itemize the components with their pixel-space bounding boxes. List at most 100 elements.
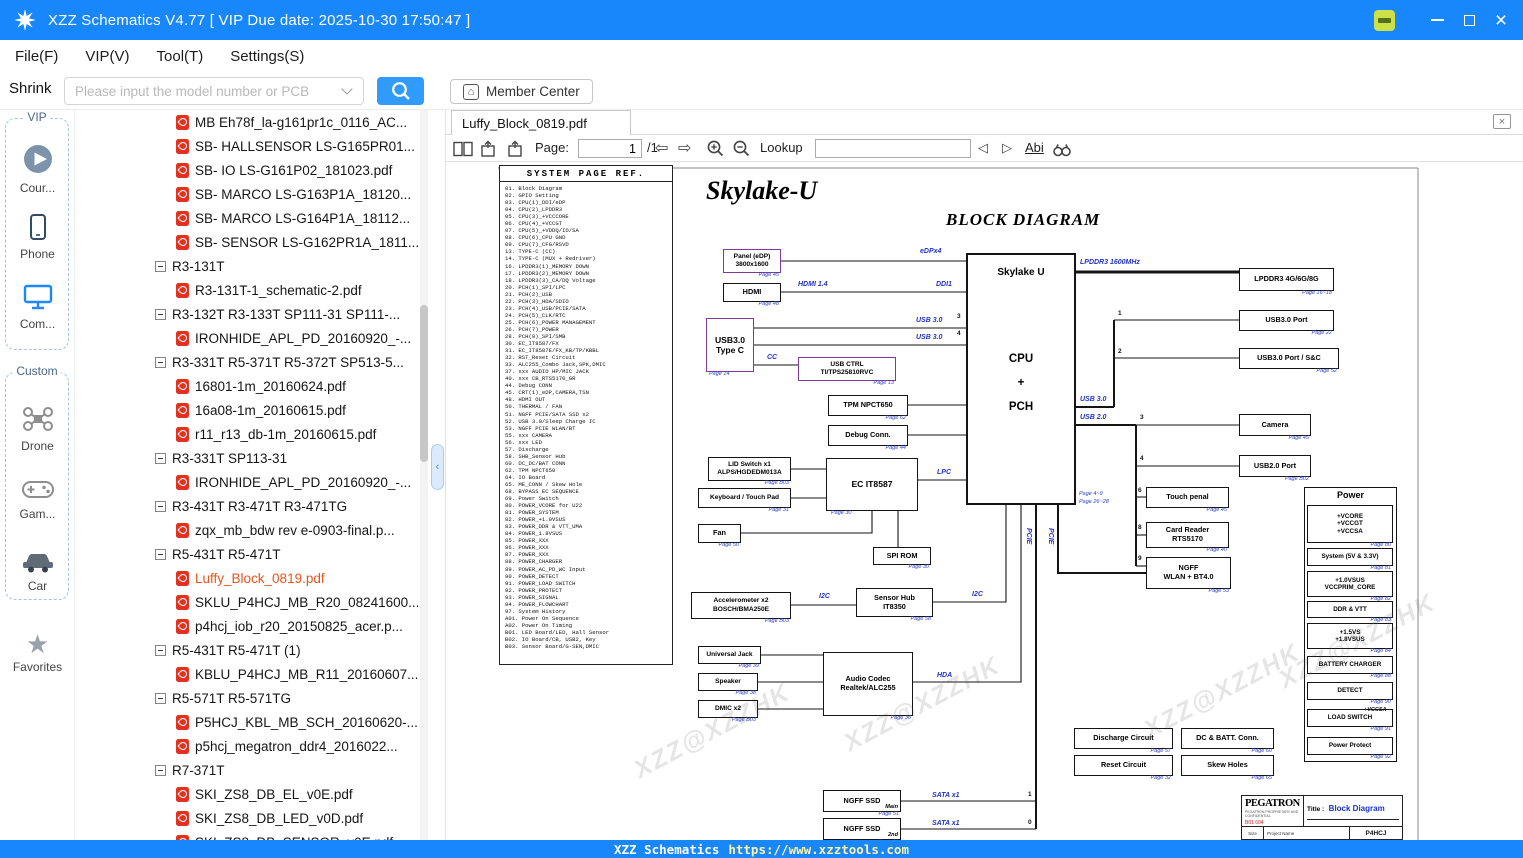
member-center-button[interactable]: ⌂ Member Center	[450, 79, 593, 104]
page-ref-entry[interactable]: 26. PCH(7)_POWER	[505, 326, 672, 333]
block-cpu-pch[interactable]: Skylake U CPU + PCH	[966, 253, 1076, 505]
menu-settings[interactable]: Settings(S)	[230, 48, 304, 65]
page-ref-entry[interactable]: 85. POWER_XXX	[505, 537, 672, 544]
tree-item[interactable]: SKI_ZS8_DB_SENSOR_v0E.pdf	[75, 830, 431, 840]
page-ref-entry[interactable]: 07. CPU(5)_+VDDQ/IO/SA	[505, 227, 672, 234]
page-ref-entry[interactable]: 21. PCH(2)_USB	[505, 291, 672, 298]
power-ddr-vtt[interactable]: DDR & VTTPage 83	[1307, 601, 1393, 618]
page-ref-entry[interactable]: 55. xxx CAMERA	[505, 432, 672, 439]
block-touch-panel[interactable]: Touch penal Page 45	[1146, 487, 1229, 508]
cpu-page-note-1[interactable]: Page 4~9	[1079, 491, 1103, 497]
match-case-button[interactable]: Abi	[1025, 140, 1044, 155]
page-ref-entry[interactable]: 62. TPM NPCT650	[505, 467, 672, 474]
tree-item[interactable]: R7-371T	[75, 758, 431, 782]
tree-item[interactable]: R3-431T R3-471T R3-471TG	[75, 494, 431, 518]
tree-item[interactable]: R5-431T R5-471T (1)	[75, 638, 431, 662]
block-reset-circuit[interactable]: Reset Circuit Page 32	[1074, 755, 1173, 776]
block-spi-rom[interactable]: SPI ROM Page 30	[873, 547, 931, 565]
page-ref-entry[interactable]: B01. LED Board/LED, Hall Sensor	[505, 629, 672, 636]
find-previous-icon[interactable]: ◁	[978, 140, 988, 156]
collapse-icon[interactable]	[155, 645, 166, 656]
back-arrow-icon[interactable]: ⇦	[655, 138, 668, 158]
page-ref-entry[interactable]: 09. CPU(7)_CFG/RSVD	[505, 241, 672, 248]
page-ref-entry[interactable]: 84. POWER_1.8VSUS	[505, 530, 672, 537]
tree-item[interactable]: R3-131T	[75, 254, 431, 278]
page-ref-entry[interactable]: 22. PCH(3)_HDA/SDIO	[505, 298, 672, 305]
page-ref-entry[interactable]: 52. USB 3.0/Sleep Charge IC	[505, 418, 672, 425]
tree-item[interactable]: MB Eh78f_la-g161pr1c_0116_AC...	[75, 110, 431, 134]
sidebar-item-favorites[interactable]: ★ Favorites	[0, 630, 75, 674]
block-usb2-port[interactable]: USB2.0 Port Page B02	[1239, 455, 1311, 477]
block-universal-jack[interactable]: Universal Jack Page 39	[698, 646, 761, 664]
power-protect[interactable]: Power ProtectPage 92	[1307, 737, 1393, 755]
block-usb3-port[interactable]: USB3.0 Port Page 22	[1239, 310, 1334, 331]
block-fan[interactable]: Fan Page 50	[698, 524, 741, 543]
tree-item[interactable]: R5-571T R5-571TG	[75, 686, 431, 710]
lookup-input[interactable]	[815, 139, 971, 158]
tree-item[interactable]: P5HCJ_KBL_MB_SCH_20160620-...	[75, 710, 431, 734]
page-ref-entry[interactable]: 32. RST_Reset Circuit	[505, 354, 672, 361]
page-ref-entry[interactable]: 45. CRT(1)_eDP,CAMERA,TSN	[505, 389, 672, 396]
page-ref-entry[interactable]: 20. PCH(1)_SPI/LPC	[505, 284, 672, 291]
collapse-icon[interactable]	[155, 357, 166, 368]
page-ref-entry[interactable]: 68. BYPASS EC SEQUENCE	[505, 488, 672, 495]
collapse-icon[interactable]	[155, 453, 166, 464]
page-ref-entry[interactable]: 23. PCH(4)_USB/PCIE/SATA	[505, 305, 672, 312]
two-page-view-button[interactable]	[452, 141, 474, 160]
page-ref-entry[interactable]: 44. Debug CONN	[505, 382, 672, 389]
tree-item[interactable]: p5hcj_megatron_ddr4_2016022...	[75, 734, 431, 758]
page-ref-entry[interactable]: 93. POWER_SIGNAL	[505, 594, 672, 601]
block-ngff-ssd-main[interactable]: NGFF SSD Main Page 51	[823, 790, 901, 812]
tree-item[interactable]: KBLU_P4HCJ_MB_R11_20160607...	[75, 662, 431, 686]
menu-tool[interactable]: Tool(T)	[157, 48, 204, 65]
export-page-button[interactable]	[479, 140, 497, 161]
collapse-panel-handle[interactable]	[431, 444, 444, 490]
page-ref-entry[interactable]: 53. NGFF PCIE WLAN/BT	[505, 425, 672, 432]
block-usb3-port-sc[interactable]: USB3.0 Port / S&C Page 52	[1239, 348, 1339, 369]
tree-scrollbar-thumb[interactable]	[420, 305, 428, 462]
page-ref-entry[interactable]: 05. CPU(3)_+VCCCORE	[505, 213, 672, 220]
collapse-icon[interactable]	[155, 693, 166, 704]
block-sensor-hub[interactable]: Sensor Hub IT8350 Page 58	[856, 588, 933, 617]
sidebar-item-drone[interactable]: Drone	[0, 404, 75, 453]
page-ref-entry[interactable]: A01. Power On Sequence	[505, 615, 672, 622]
page-number-input[interactable]	[578, 139, 642, 158]
collapse-icon[interactable]	[155, 309, 166, 320]
page-ref-entry[interactable]: 48. HDMI OUT	[505, 396, 672, 403]
tree-item[interactable]: 16a08-1m_20160615.pdf	[75, 398, 431, 422]
power-vcore[interactable]: +VCORE +VCCGT +VCCSAPage 80	[1307, 505, 1393, 543]
block-debug-conn[interactable]: Debug Conn. Page 44	[828, 425, 908, 446]
page-ref-entry[interactable]: 65. ME_CONN / Skew Hole	[505, 481, 672, 488]
tree-item[interactable]: R3-331T R5-371T R5-372T SP513-5...	[75, 350, 431, 374]
page-ref-entry[interactable]: 90. POWER_DETECT	[505, 573, 672, 580]
page-ref-entry[interactable]: 89. POWER_AC_PD_WC Input	[505, 566, 672, 573]
find-next-icon[interactable]: ▷	[1002, 140, 1012, 156]
block-ec-it8587[interactable]: EC IT8587 Page 30	[826, 458, 918, 511]
tree-item[interactable]: SB- SENSOR LS-G162PR1A_1811...	[75, 230, 431, 254]
page-ref-entry[interactable]: 17. LPDDR3(2)_MEMORY DOWN	[505, 270, 672, 277]
power-battery-charger[interactable]: BATTERY CHARGERPage 88	[1307, 656, 1393, 674]
block-lpddr3[interactable]: LPDDR3 4G/6G/8G Page 16~18	[1239, 268, 1334, 291]
tree-item[interactable]: SB- MARCO LS-G163P1A_18120...	[75, 182, 431, 206]
menu-vip[interactable]: VIP(V)	[85, 48, 129, 65]
block-speaker[interactable]: Speaker Page 38	[698, 673, 758, 691]
tree-item[interactable]: SB- IO LS-G161P02_181023.pdf	[75, 158, 431, 182]
page-ref-entry[interactable]: 83. POWER_DDR & VTT_UMA	[505, 523, 672, 530]
power-detect[interactable]: DETECTPage 90	[1307, 682, 1393, 700]
page-ref-entry[interactable]: 91. POWER_LOAD SWITCH	[505, 580, 672, 587]
vip-card-icon[interactable]	[1374, 10, 1395, 31]
page-ref-entry[interactable]: 81. POWER_SYSTEM	[505, 509, 672, 516]
block-ngff-ssd-2nd[interactable]: NGFF SSD 2nd Page 51	[823, 818, 901, 840]
collapse-icon[interactable]	[155, 765, 166, 776]
page-ref-entry[interactable]: 18. LPDDR3(3)_CA/DQ Voltage	[505, 277, 672, 284]
tree-item[interactable]: R3-132T R3-133T SP111-31 SP111-...	[75, 302, 431, 326]
forward-arrow-icon[interactable]: ⇨	[678, 138, 691, 158]
minimize-button[interactable]	[1421, 0, 1453, 40]
page-ref-entry[interactable]: 94. POWER_FLOWCHART	[505, 601, 672, 608]
cpu-page-note-2[interactable]: Page 26~28	[1079, 499, 1109, 505]
page-ref-entry[interactable]: 86. POWER_XXX	[505, 544, 672, 551]
page-ref-entry[interactable]: 80. POWER_VCORE for U22	[505, 502, 672, 509]
tree-item[interactable]: IRONHIDE_APL_PD_20160920_-...	[75, 470, 431, 494]
panel-splitter[interactable]	[431, 110, 445, 840]
page-ref-entry[interactable]: 33. ALC255_Combo Jack,SPK,DMIC	[505, 361, 672, 368]
